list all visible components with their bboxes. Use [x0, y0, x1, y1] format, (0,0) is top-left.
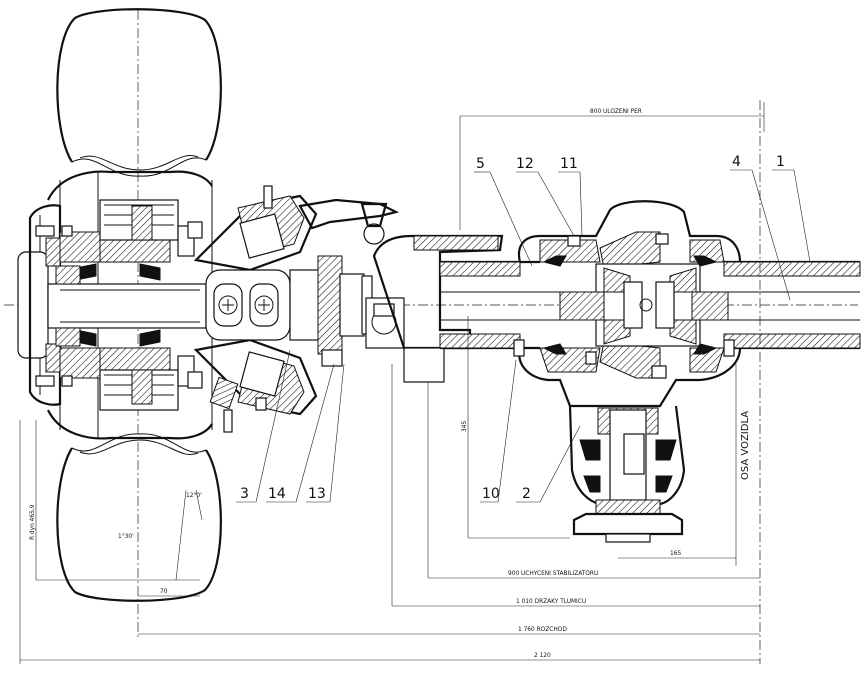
callouts: 5 12 11 4 1 10 2 3 14 13 [240, 154, 785, 502]
differential-carrier [513, 200, 742, 408]
dim-stabilizer-mount: 900 UCHYCENI STABILIZATORU [508, 569, 598, 577]
wheel-hub [17, 199, 195, 411]
dim-345: 345 [460, 421, 468, 432]
callout-12: 12 [516, 156, 534, 172]
callout-leaders [236, 169, 811, 503]
dimension-lines [19, 100, 765, 664]
callout-13: 13 [308, 486, 326, 502]
tire-upper [56, 8, 222, 177]
axle-tube [439, 260, 861, 350]
dim-track: 1 760 ROZCHOD [518, 625, 567, 633]
dim-angle-1: 1°30' [118, 532, 134, 540]
callout-2: 2 [522, 486, 531, 502]
steering-knuckle [187, 185, 318, 433]
dim-r-dyn: R dyn 465,9 [28, 504, 36, 540]
pinion-housing [568, 405, 686, 543]
inner-shaft-housing [289, 234, 504, 383]
dim-angle-12: 12°0' [186, 491, 202, 499]
callout-10: 10 [482, 486, 500, 502]
callout-4: 4 [732, 154, 741, 170]
dim-damper-brackets: 1 010 DRZAKY TLUMICU [516, 597, 586, 605]
callout-1: 1 [776, 154, 785, 170]
dim-overall: 2 120 [534, 651, 551, 659]
half-shaft-outer [47, 265, 207, 347]
dimension-texts: 800 ULOZENI PER 900 UCHYCENI STABILIZATO… [28, 107, 751, 659]
callout-14: 14 [268, 486, 286, 502]
tire-lower [56, 433, 222, 602]
dim-165: 165 [670, 549, 681, 557]
callout-5: 5 [476, 156, 485, 172]
vehicle-axis-label: OSA VOZIDLA [740, 411, 751, 480]
callout-3: 3 [240, 486, 249, 502]
callout-11: 11 [560, 156, 578, 172]
dim-spring-mount: 800 ULOZENI PER [590, 107, 642, 115]
steering-arm [298, 198, 400, 245]
dim-70: 70 [160, 587, 168, 595]
